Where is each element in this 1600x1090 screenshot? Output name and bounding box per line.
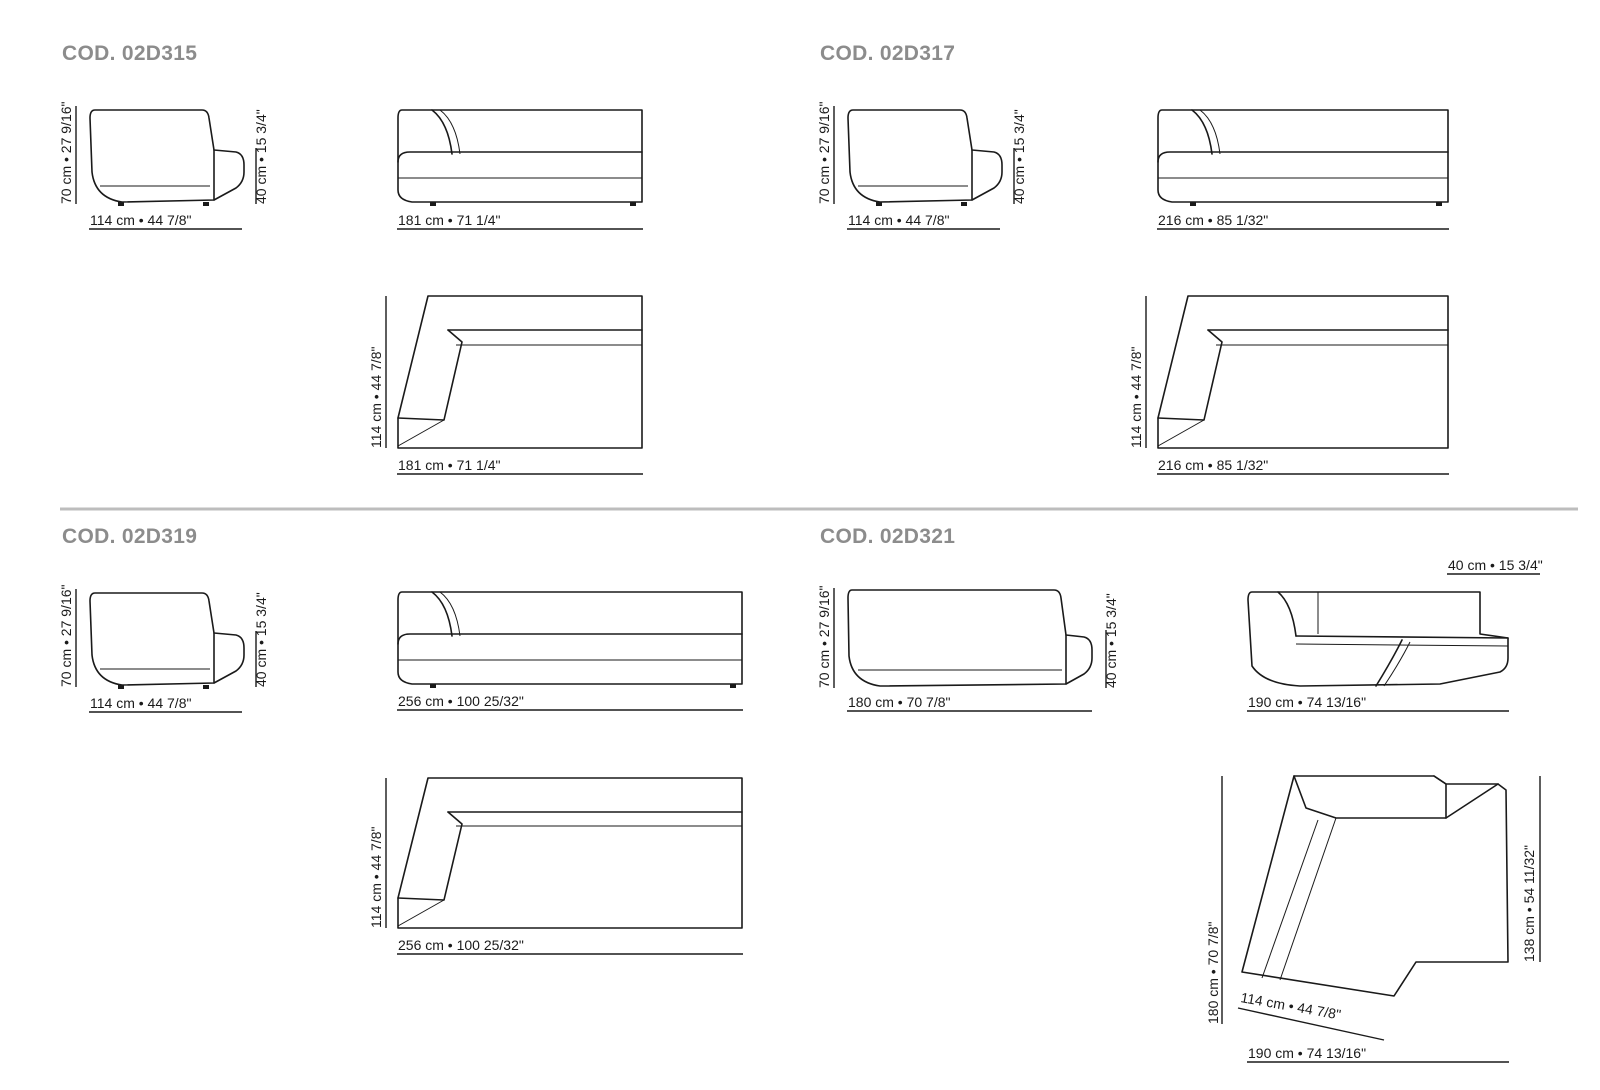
side-view (89, 592, 245, 689)
dimension-label: 114 cm • 44 7/8" (90, 212, 191, 228)
front-view (1157, 109, 1449, 206)
dimension-label: 190 cm • 74 13/16" (1248, 694, 1366, 710)
dimension-label: 181 cm • 71 1/4" (398, 212, 501, 228)
side-view (847, 109, 1003, 206)
front-view (1247, 591, 1509, 687)
dimension-label: 40 cm • 15 3/4" (253, 109, 269, 204)
dimension-label: 181 cm • 71 1/4" (398, 457, 501, 473)
front-view (397, 591, 743, 688)
section-02d321: COD. 02D321 70 cm • 27 9/16" 40 cm • 15 … (816, 525, 1543, 1063)
product-code: COD. 02D319 (62, 525, 197, 548)
dimension-label: 40 cm • 15 3/4" (1103, 593, 1119, 688)
dimension-label: 40 cm • 15 3/4" (253, 592, 269, 687)
top-view (1157, 295, 1449, 449)
section-02d317: COD. 02D317 70 cm • 27 9/16" 40 cm • 15 … (816, 42, 1449, 475)
dimension-label: 114 cm • 44 7/8" (1239, 989, 1342, 1022)
product-code: COD. 02D317 (820, 42, 955, 65)
dimension-label: 180 cm • 70 7/8" (1205, 921, 1221, 1024)
dimension-label: 114 cm • 44 7/8" (90, 695, 191, 711)
top-view (397, 295, 643, 449)
dimension-label: 256 cm • 100 25/32" (398, 693, 524, 709)
dimension-line (1237, 1007, 1385, 1041)
section-02d319: COD. 02D319 70 cm • 27 9/16" 40 cm • 15 … (58, 525, 743, 955)
section-02d315: COD. 02D315 70 cm • 27 9/16" 40 cm • 15 … (58, 42, 643, 475)
dimension-label: 70 cm • 27 9/16" (58, 584, 74, 687)
dimension-label: 180 cm • 70 7/8" (848, 694, 951, 710)
dimension-label: 138 cm • 54 11/32" (1521, 845, 1537, 962)
top-view (397, 777, 743, 929)
dimension-label: 216 cm • 85 1/32" (1158, 212, 1268, 228)
dimension-label: 114 cm • 44 7/8" (368, 347, 384, 448)
dimension-label: 114 cm • 44 7/8" (1128, 347, 1144, 448)
top-view (1241, 775, 1509, 997)
product-code: COD. 02D321 (820, 525, 955, 548)
side-view (89, 109, 245, 206)
dimension-label: 114 cm • 44 7/8" (368, 827, 384, 928)
dimension-label: 40 cm • 15 3/4" (1011, 109, 1027, 204)
dimension-label: 70 cm • 27 9/16" (58, 101, 74, 204)
front-view (397, 109, 643, 206)
dimension-label: 114 cm • 44 7/8" (848, 212, 949, 228)
dimension-label: 256 cm • 100 25/32" (398, 937, 524, 953)
side-view (847, 589, 1093, 687)
dimension-label: 216 cm • 85 1/32" (1158, 457, 1268, 473)
dimension-label: 70 cm • 27 9/16" (816, 101, 832, 204)
dimension-label: 70 cm • 27 9/16" (816, 585, 832, 688)
product-code: COD. 02D315 (62, 42, 197, 65)
dimension-label: 40 cm • 15 3/4" (1448, 557, 1543, 573)
dimension-label: 190 cm • 74 13/16" (1248, 1045, 1366, 1061)
